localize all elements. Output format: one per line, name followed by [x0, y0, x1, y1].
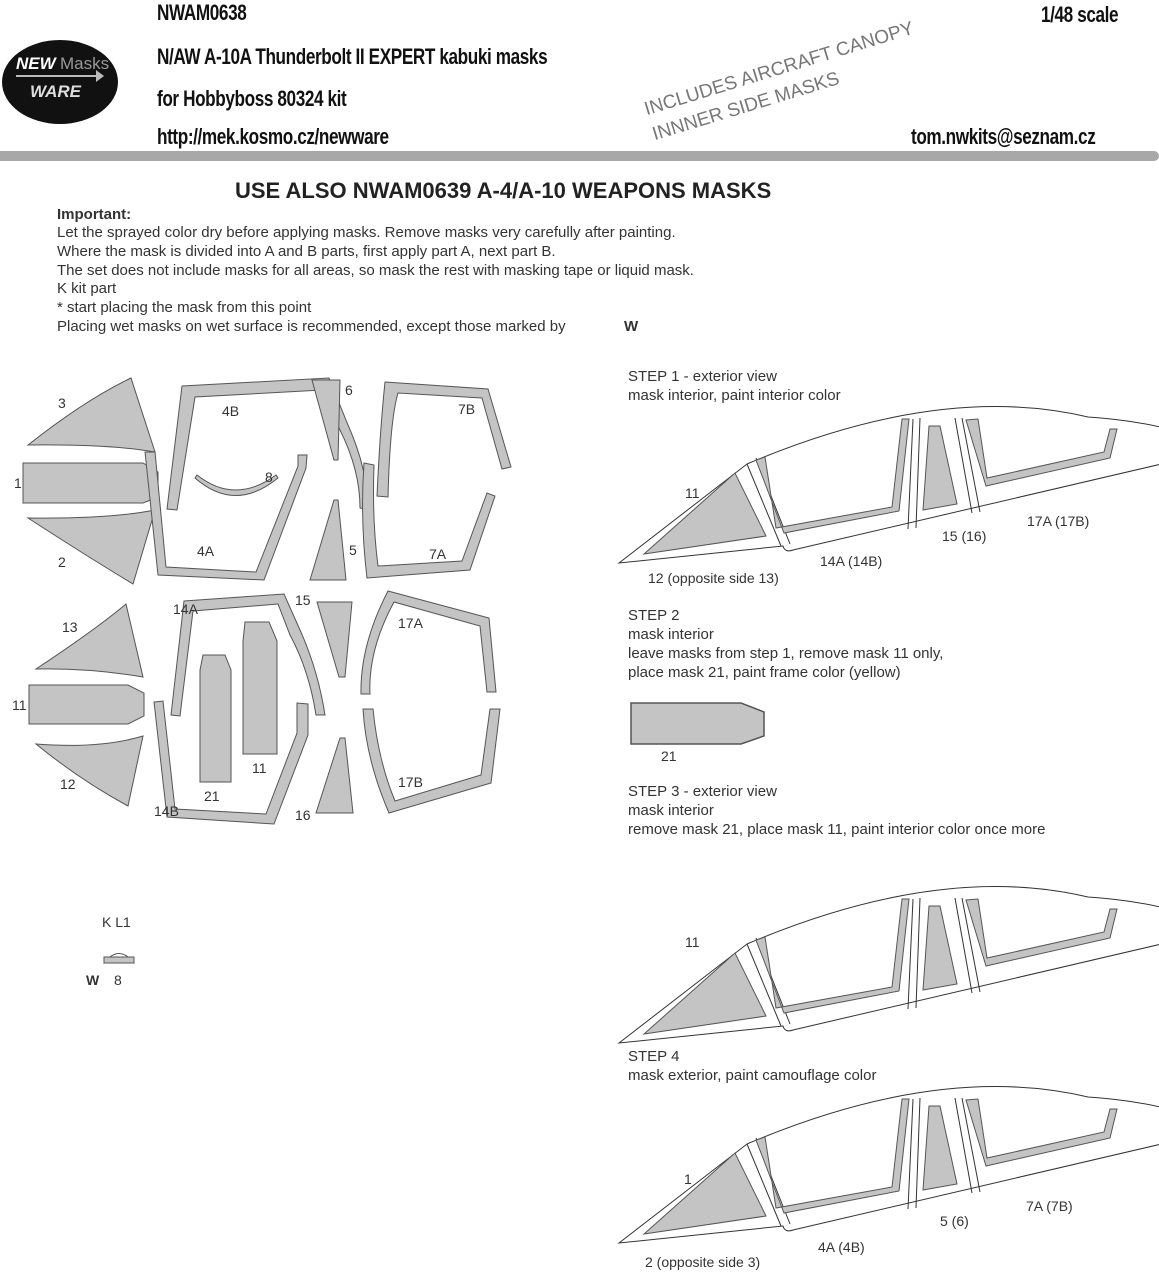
label-mask-8: 8 [265, 469, 273, 485]
note-line: The set does not include masks for all a… [57, 262, 694, 279]
mask-12 [34, 735, 144, 807]
mask-15 [316, 601, 353, 678]
step4-label-front: 1 [684, 1171, 692, 1187]
label-mask-11: 11 [12, 697, 27, 713]
product-title: N/AW A-10A Thunderbolt II EXPERT kabuki … [157, 44, 548, 69]
mask-4B [166, 377, 369, 511]
note-line: K kit part [57, 280, 117, 297]
kit-part-number: 8 [114, 972, 122, 988]
mask-16 [315, 737, 354, 814]
step4-title: STEP 4 [628, 1048, 680, 1065]
step3-label-front: 11 [685, 934, 700, 950]
logo-masks: Masks [60, 54, 110, 73]
step2-title: STEP 2 [628, 607, 680, 624]
label-mask-17B: 17B [398, 774, 423, 790]
step2-line: mask interior [628, 626, 714, 643]
mask-2 [26, 509, 156, 585]
canopy-step4 [618, 1086, 1159, 1244]
note-line: Where the mask is divided into A and B p… [57, 243, 556, 260]
mask-7B [376, 381, 512, 498]
step2-mask-21 [630, 702, 765, 745]
step2-line: leave masks from step 1, remove mask 11 … [628, 645, 944, 662]
canopy-step1 [618, 406, 1159, 564]
label-mask-4B: 4B [222, 403, 240, 419]
label-mask-1: 1 [14, 475, 22, 491]
label-mask-21: 21 [204, 788, 220, 804]
step3-line: mask interior [628, 802, 714, 819]
newware-logo: NEW Masks WARE [2, 40, 118, 124]
step2-line: place mask 21, paint frame color (yellow… [628, 664, 901, 681]
canopy-step3 [618, 886, 1159, 1044]
mask-14A [170, 593, 326, 717]
mask-6 [311, 379, 341, 461]
step1-label-rear: 17A (17B) [1027, 513, 1090, 529]
kit-part-l1-mask [103, 956, 135, 964]
step4-label-mid: 5 (6) [940, 1213, 969, 1229]
step3-line: remove mask 21, place mask 11, paint int… [628, 821, 1046, 838]
mask-21 [199, 654, 232, 783]
step1-label-front-bottom: 12 (opposite side 13) [648, 570, 779, 586]
step3-title: STEP 3 - exterior view [628, 783, 777, 800]
label-mask-16: 16 [295, 807, 311, 823]
mask-11b [242, 621, 278, 755]
mask-13 [34, 603, 144, 678]
logo-new: NEW [16, 54, 56, 73]
mask-17B [362, 708, 501, 814]
kit-name: for Hobbyboss 80324 kit [157, 86, 347, 111]
weapons-masks-banner: USE ALSO NWAM0639 A-4/A-10 WEAPONS MASKS [235, 178, 772, 203]
step1-line: mask interior, paint interior color [628, 387, 841, 404]
mask-7A [362, 462, 496, 579]
note-line: Placing wet masks on wet surface is reco… [57, 318, 566, 335]
mask-8 [194, 474, 279, 496]
label-mask-2: 2 [58, 554, 66, 570]
label-mask-6: 6 [345, 382, 353, 398]
logo-ware: WARE [30, 82, 81, 101]
website-link[interactable]: http://mek.kosmo.cz/newware [157, 124, 389, 149]
note-line: Let the sprayed color dry before applyin… [57, 224, 676, 241]
mask-14B [153, 700, 309, 825]
label-mask-5: 5 [349, 542, 357, 558]
important-heading: Important: [57, 206, 132, 223]
label-mask-13: 13 [62, 619, 78, 635]
mask-5 [309, 499, 347, 581]
step1-title: STEP 1 - exterior view [628, 368, 777, 385]
step1-label-main: 14A (14B) [820, 553, 883, 569]
scale-label: 1/48 scale [1041, 2, 1119, 27]
header-divider [0, 151, 1159, 161]
logo-arrow-icon [16, 75, 98, 77]
step1-label-front: 11 [685, 485, 700, 501]
email-link[interactable]: tom.nwkits@seznam.cz [911, 124, 1096, 149]
mask-4A [144, 451, 308, 581]
product-code: NWAM0638 [157, 0, 247, 25]
step4-label-rear: 7A (7B) [1026, 1198, 1073, 1214]
step1-label-mid: 15 (16) [942, 528, 987, 544]
wet-symbol-icon: W [86, 972, 100, 988]
label-mask-14A: 14A [173, 601, 198, 617]
step4-line: mask exterior, paint camouflage color [628, 1067, 877, 1084]
label-mask-7A: 7A [429, 546, 447, 562]
logo-arrowhead-icon [96, 70, 104, 82]
step2-label-mask: 21 [661, 748, 677, 764]
wet-mask-icon: W [624, 318, 639, 335]
label-mask-4A: 4A [197, 543, 215, 559]
label-mask-17A: 17A [398, 615, 423, 631]
label-mask-12: 12 [60, 776, 76, 792]
label-mask-7B: 7B [458, 401, 476, 417]
mask-11 [28, 684, 145, 725]
mask-3 [26, 377, 156, 453]
kit-part-label: K L1 [102, 914, 131, 930]
label-mask-14B: 14B [154, 803, 179, 819]
mask-17A [360, 590, 497, 695]
label-mask-15: 15 [295, 592, 311, 608]
note-line: * start placing the mask from this point [57, 299, 312, 316]
label-mask-3: 3 [58, 395, 66, 411]
label-mask-11b: 11 [252, 760, 267, 776]
step4-label-front-bottom: 2 (opposite side 3) [645, 1254, 761, 1270]
step4-label-main: 4A (4B) [818, 1239, 865, 1255]
